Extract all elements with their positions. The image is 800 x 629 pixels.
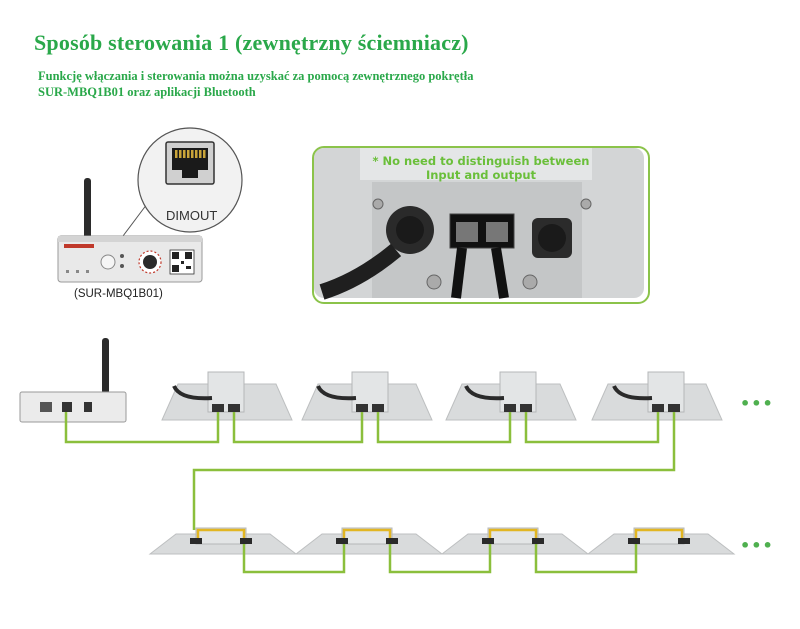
closeup-note-line-2: Input and output <box>425 168 537 182</box>
wiring-row-1 <box>64 412 676 530</box>
controller-device <box>57 178 203 283</box>
antenna-icon <box>84 178 91 240</box>
controller-model-caption: (SUR-MBQ1B01) <box>74 288 163 300</box>
fixture-6 <box>294 527 444 555</box>
subtitle-line-1: Funkcję włączania i sterowania można uzy… <box>38 69 474 83</box>
row-1-ellipsis: ••• <box>740 394 774 413</box>
dimout-port-label: DIMOUT <box>166 208 218 223</box>
fixture-row-2 <box>148 527 736 555</box>
fixture-5 <box>148 527 298 555</box>
hub-antenna-icon <box>102 338 109 394</box>
link-cables-row-2 <box>196 528 684 540</box>
closeup-photo <box>314 148 644 300</box>
fixture-4 <box>591 371 723 421</box>
fixture-2 <box>301 371 433 421</box>
dimout-callout <box>119 127 243 241</box>
page-subtitle: Funkcję włączania i sterowania można uzy… <box>38 68 473 100</box>
closeup-note-line-1: * No need to distinguish between <box>372 154 590 168</box>
fixture-8 <box>586 527 736 555</box>
closeup-panel: * No need to distinguish between Input a… <box>312 146 650 304</box>
fixture-7 <box>440 527 590 555</box>
subtitle-line-2: SUR-MBQ1B01 oraz aplikacji Bluetooth <box>38 85 256 99</box>
dimmer-knob-icon <box>143 255 157 269</box>
page-title: Sposób sterowania 1 (zewnętrzny ściemnia… <box>34 30 469 55</box>
closeup-note: * No need to distinguish between Input a… <box>314 154 648 182</box>
wiring-row-2 <box>242 544 638 574</box>
fixture-row-1 <box>161 371 723 421</box>
rj45-port-icon <box>165 141 215 185</box>
connectors-row-2 <box>190 538 690 544</box>
hub-device <box>19 338 127 423</box>
row-2-ellipsis: ••• <box>740 536 774 555</box>
qr-code-icon <box>169 249 195 275</box>
fixture-3 <box>445 371 577 421</box>
fixture-1 <box>161 371 293 421</box>
